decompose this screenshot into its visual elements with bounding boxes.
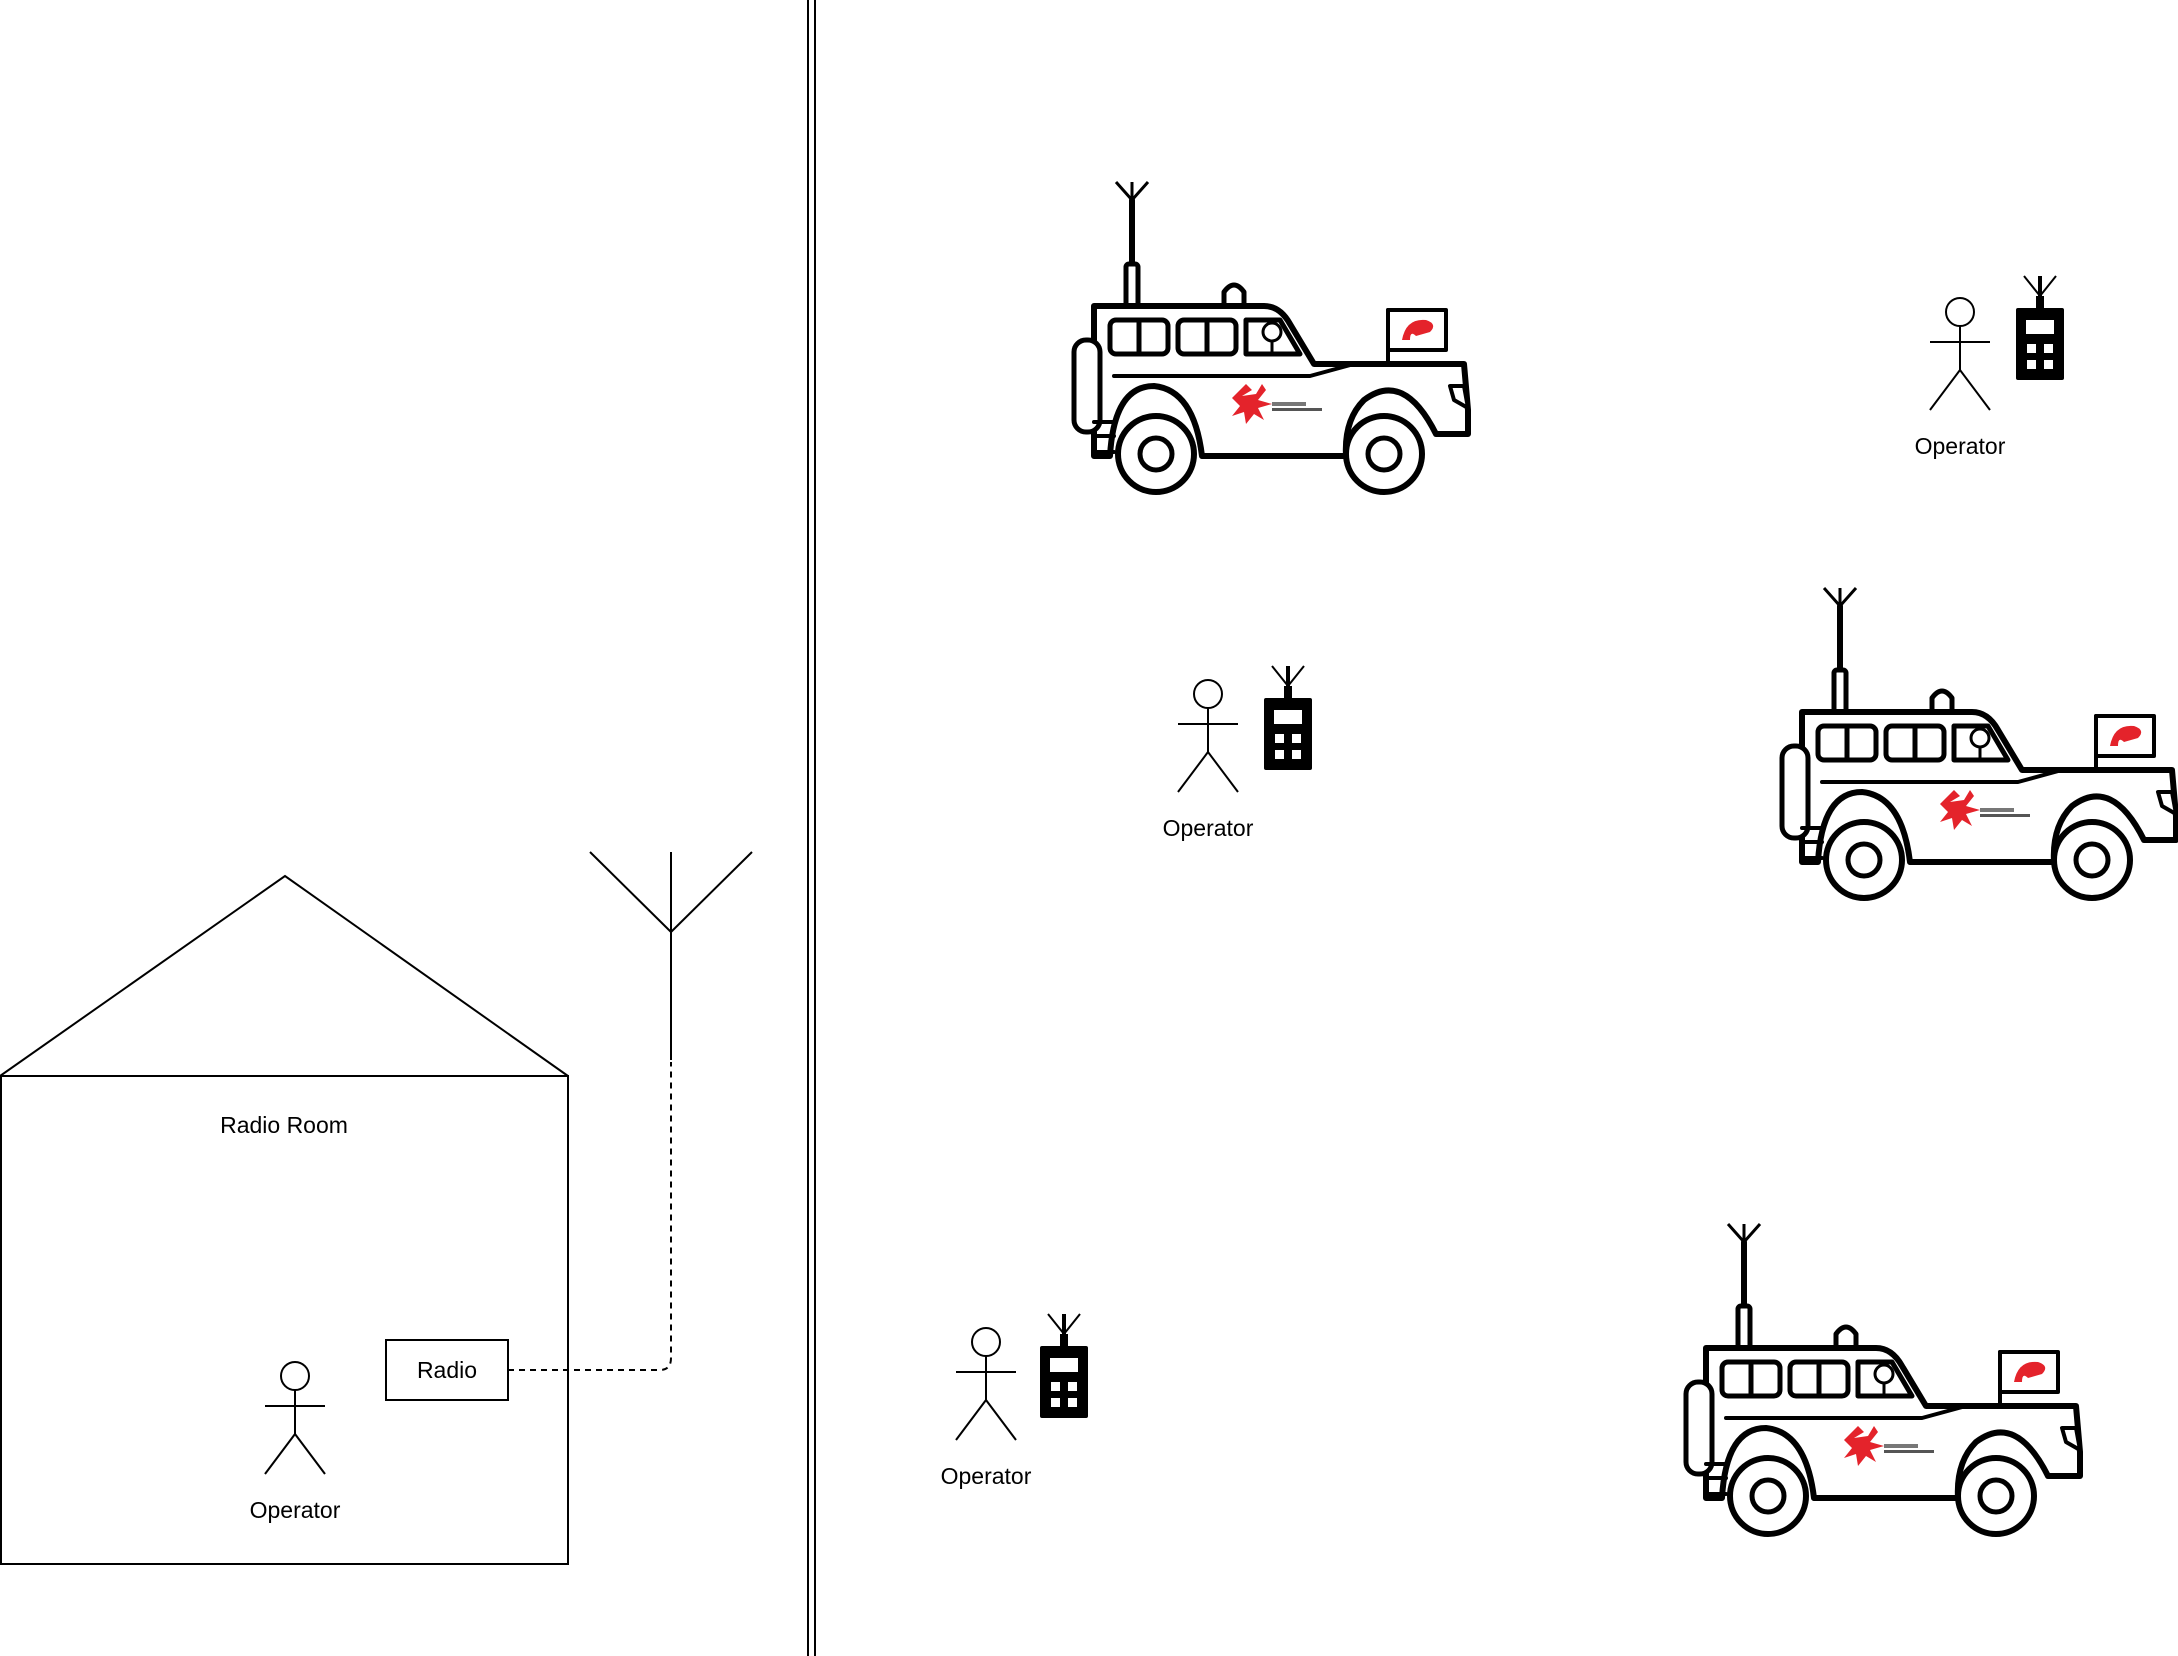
operator-radio-room-label: Operator — [250, 1497, 341, 1523]
antenna-feedline — [508, 1062, 672, 1371]
vehicle-1-icon — [1074, 182, 1468, 492]
radio-room-building — [0, 874, 569, 1565]
base-radio-label: Radio — [417, 1357, 477, 1383]
base-mast-antenna-icon — [589, 851, 753, 1060]
radio-room-label: Radio Room — [220, 1112, 348, 1138]
operator-middle-label: Operator — [1163, 815, 1254, 841]
handheld-radio-top-right-icon — [2014, 274, 2066, 382]
handheld-radio-bottom-left-icon — [1038, 1312, 1090, 1420]
operator-middle-figure — [1177, 679, 1239, 793]
operator-bottom-left-label: Operator — [941, 1463, 1032, 1489]
operator-top-right-figure — [1929, 297, 1991, 411]
vehicle-2-icon — [1782, 588, 2176, 898]
operator-top-right-label: Operator — [1915, 433, 2006, 459]
operator-radio-room-figure — [264, 1361, 326, 1475]
handheld-radio-middle-icon — [1262, 664, 1314, 772]
vehicle-3-icon — [1686, 1224, 2080, 1534]
operator-bottom-left-figure — [955, 1327, 1017, 1441]
